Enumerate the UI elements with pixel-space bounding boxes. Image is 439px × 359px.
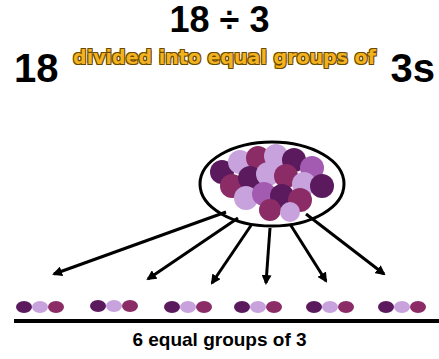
operation-phrase: divided into equal groups of bbox=[65, 47, 385, 68]
title: 18 ÷ 3 bbox=[0, 0, 439, 40]
equal-groups bbox=[16, 300, 426, 313]
split-arrows bbox=[54, 212, 384, 283]
base-line bbox=[14, 319, 439, 323]
ball-pile bbox=[210, 144, 334, 222]
caption: 6 equal groups of 3 bbox=[0, 326, 439, 354]
dividend-number: 18 bbox=[14, 46, 59, 90]
group-size: 3s bbox=[391, 46, 436, 90]
